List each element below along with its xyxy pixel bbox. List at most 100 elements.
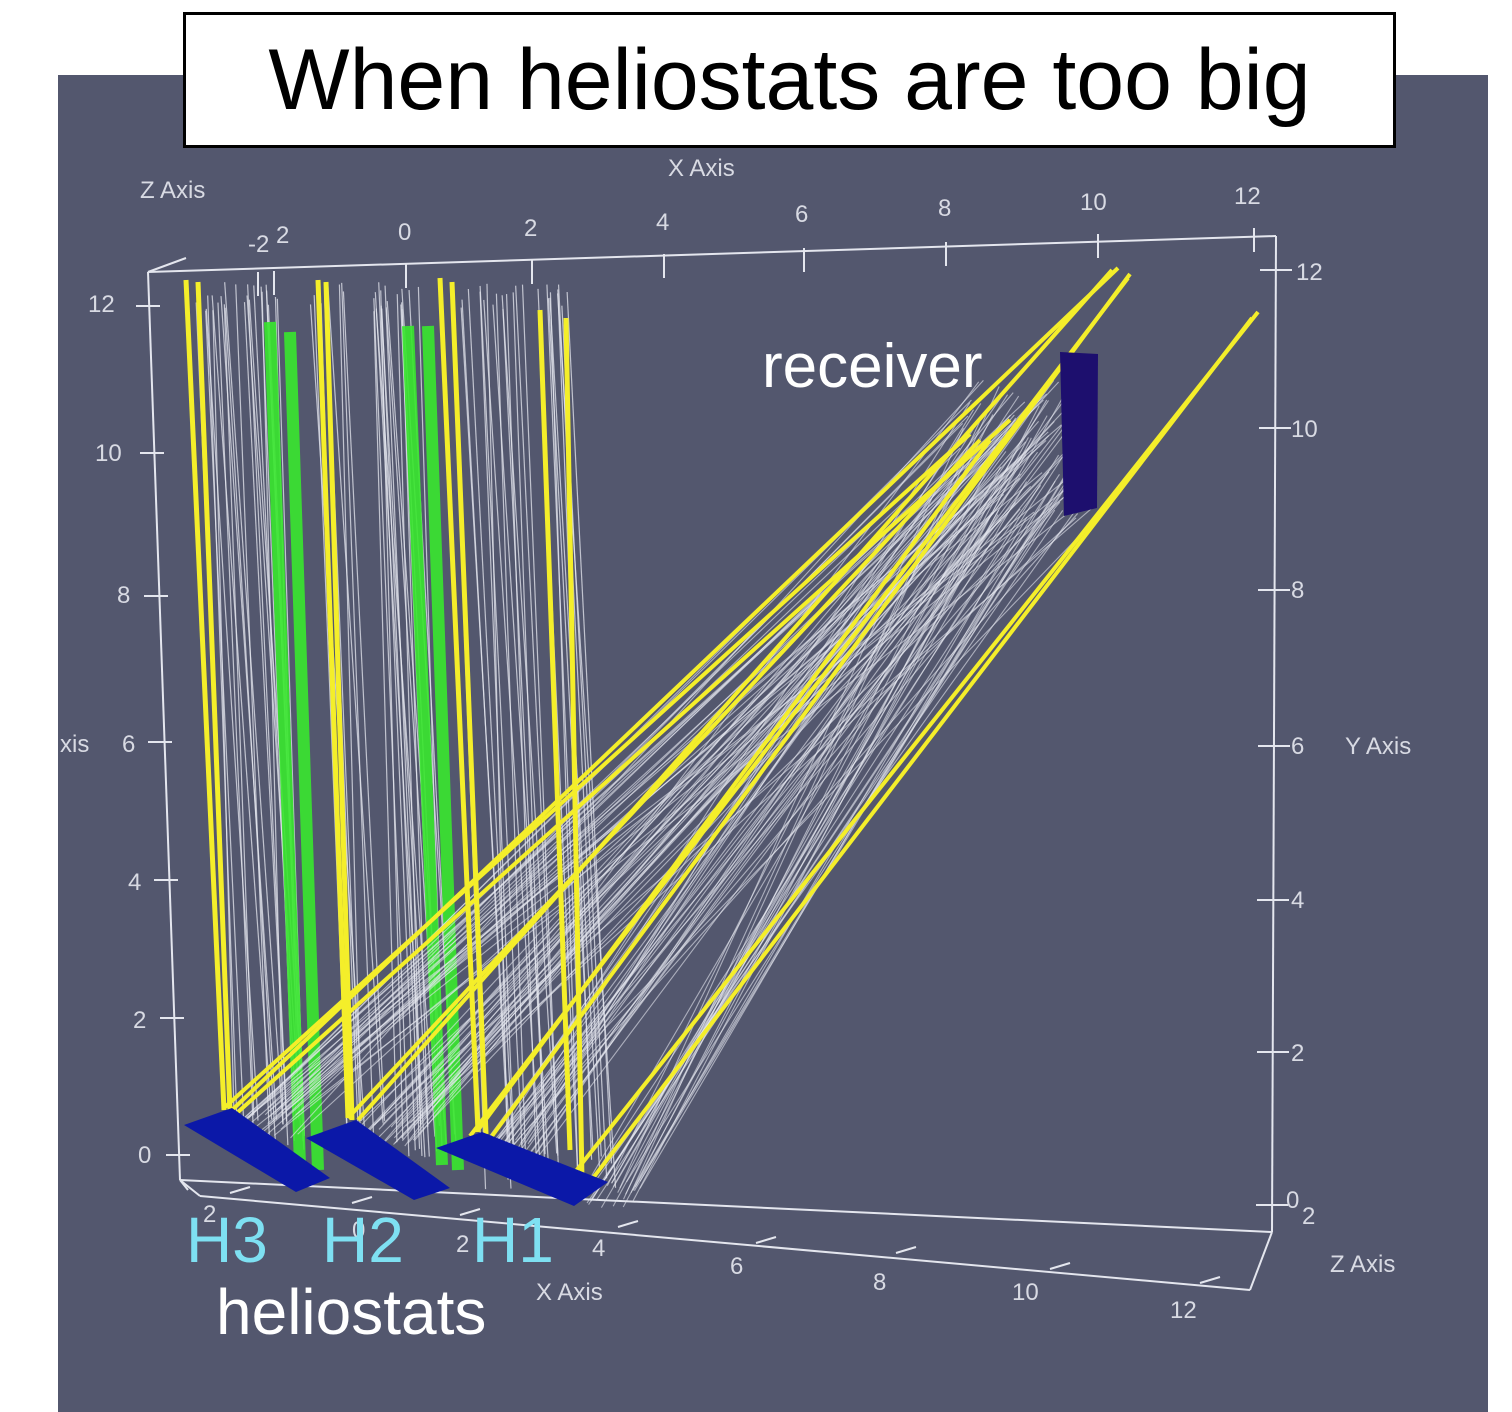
incoming-ray [205, 308, 259, 1121]
yellow-reflected-ray [570, 310, 1260, 1178]
reflected-ray [400, 484, 1078, 1139]
x-axis-title-top: X Axis [668, 155, 735, 182]
ray-bundle-foreground [183, 266, 1260, 1184]
reflected-ray [378, 414, 1015, 1149]
reflected-ray [519, 418, 1071, 1168]
incoming-ray [327, 284, 384, 1123]
incoming-ray [207, 295, 238, 1114]
reflected-ray [634, 405, 1040, 1188]
z-axis-title-right: Z Axis [1330, 1251, 1395, 1278]
incoming-ray [373, 311, 398, 1143]
incoming-ray [501, 295, 558, 1154]
scene-objects [184, 352, 1098, 1206]
y-tick-label-left: 8 [117, 582, 130, 609]
axes-box [136, 228, 1292, 1291]
incoming-ray [217, 302, 255, 1140]
incoming-ray [467, 288, 516, 1180]
incoming-ray [375, 308, 436, 1137]
incoming-ray [211, 295, 273, 1120]
reflected-ray [600, 481, 1028, 1208]
x-tick-label-bottom: 6 [730, 1253, 743, 1280]
y-tick-label-left: 0 [138, 1142, 151, 1169]
incoming-ray [384, 285, 423, 1156]
reflected-ray [626, 482, 1069, 1183]
x-tick-label: 12 [1234, 183, 1261, 210]
reflected-ray [529, 391, 1097, 1143]
incoming-ray [396, 294, 422, 1125]
x-axis-tick-bottom [229, 1186, 251, 1194]
yellow-reflected-ray [228, 266, 1120, 1114]
reflected-ray [639, 480, 1056, 1189]
x-tick-label: 10 [1080, 189, 1107, 216]
green-ray-band [264, 321, 306, 1166]
y-axis-title-right: Y Axis [1345, 733, 1411, 760]
yellow-edge-ray [195, 281, 233, 1113]
x-axis-tick-bottom [755, 1236, 777, 1244]
reflected-ray [245, 511, 1035, 1120]
incoming-ray [461, 299, 512, 1189]
x-axis-tick-bottom [617, 1220, 639, 1228]
axis-line [147, 257, 187, 273]
heliostat-panel [306, 1120, 450, 1200]
x-tick-label: -2 [248, 231, 269, 258]
yellow-edge-ray [183, 279, 227, 1111]
reflected-ray [533, 484, 1042, 1162]
incoming-ray [341, 282, 375, 1145]
reflected-ray [588, 474, 1060, 1205]
heliostat-label-h3: H3 [186, 1204, 268, 1276]
reflected-ray [528, 498, 978, 1165]
yellow-edge-ray [563, 317, 585, 1181]
reflected-ray [239, 419, 1017, 1122]
incoming-ray [338, 284, 362, 1121]
heliostats-label: heliostats [216, 1276, 487, 1348]
yellow-reflected-ray [588, 316, 1254, 1184]
heliostat-panel [436, 1132, 608, 1206]
reflected-ray [491, 380, 1055, 1159]
y-tick-label-right: 2 [1291, 1040, 1304, 1067]
incoming-ray [247, 284, 289, 1146]
axis-line [147, 235, 1277, 273]
y-tick-label-left: 2 [133, 1007, 146, 1034]
y-tick-label-left: 4 [128, 869, 141, 896]
axis-line [199, 1195, 1251, 1291]
z-tick-label-bottom: 2 [203, 1201, 216, 1228]
yellow-reflected-ray [236, 418, 1012, 1114]
receiver-block [1060, 352, 1098, 516]
x-tick-label-bottom: 12 [1170, 1297, 1197, 1324]
reflected-ray [527, 409, 975, 1145]
incoming-ray [502, 308, 546, 1155]
incoming-ray [515, 285, 559, 1166]
axis-line [1271, 235, 1277, 1233]
x-axis-tick-bottom [1049, 1262, 1071, 1270]
x-tick-label: 6 [795, 201, 808, 228]
reflected-ray [630, 386, 1000, 1194]
reflected-ray [586, 399, 1048, 1185]
reflected-ray [492, 501, 1053, 1145]
reflected-ray [520, 454, 1027, 1144]
reflected-ray [484, 451, 1007, 1159]
z-tick-label-right: 2 [1302, 1203, 1315, 1230]
incoming-ray [521, 284, 559, 1156]
reflected-ray [487, 402, 1064, 1165]
axis-line [179, 1179, 201, 1197]
axis-line [1249, 1231, 1273, 1291]
y-tick-label-left: 10 [95, 440, 122, 467]
reflected-ray [360, 380, 1053, 1126]
reflected-ray [500, 511, 993, 1153]
x-axis-tick-bottom [459, 1208, 481, 1216]
reflected-ray [378, 379, 1094, 1130]
z-axis-title-top: Z Axis [140, 177, 205, 204]
incoming-ray [483, 299, 541, 1166]
reflected-ray [401, 458, 965, 1142]
reflected-ray [286, 414, 1026, 1117]
y-tick-label-right: 4 [1291, 887, 1304, 914]
incoming-ray [342, 291, 386, 1121]
x-axis-tick-bottom [895, 1246, 917, 1254]
yellow-reflected-ray [490, 272, 1132, 1138]
yellow-edge-ray [323, 281, 355, 1121]
axis-ticks: X Axis -2 0 2 4 6 8 10 12 Z Axis 2 12 10… [60, 155, 1411, 1324]
reflected-ray [273, 452, 995, 1115]
reflected-ray [251, 476, 1070, 1131]
x-tick-label: 8 [938, 195, 951, 222]
